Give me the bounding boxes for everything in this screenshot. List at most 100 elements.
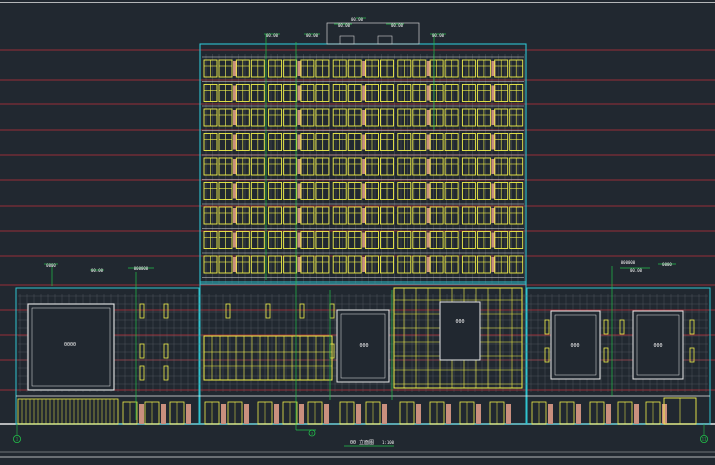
brick-panel — [297, 159, 302, 174]
axis-marker-left-icon — [12, 434, 21, 443]
podium-small-window — [329, 303, 335, 319]
brick-panel — [362, 85, 367, 101]
podium-small-window — [299, 303, 305, 319]
right-panel-2-text: 000 — [653, 343, 662, 349]
brick-panel — [362, 257, 367, 272]
brick-pier — [186, 404, 191, 424]
podium-small-window — [603, 347, 609, 363]
left-sign-panel-inner — [31, 307, 111, 387]
left-wing-tag-2: 00.00 — [91, 268, 104, 273]
upper-sign-panel — [439, 301, 481, 361]
podium-block — [15, 281, 711, 425]
podium-small-window — [265, 303, 271, 319]
brick-panel — [426, 134, 431, 150]
brick-pier — [416, 404, 421, 424]
brick-pier — [161, 404, 166, 424]
podium-small-window — [163, 365, 169, 381]
right-sign-panel-1-inner — [554, 314, 597, 376]
podium-small-window — [225, 303, 231, 319]
podium-small-window — [689, 347, 695, 363]
roof-machine-room — [326, 22, 420, 45]
tower-tag-1: 00.00 — [266, 33, 279, 38]
axis-right-label: 11 — [702, 437, 707, 442]
roof-louver-right — [377, 35, 393, 45]
dimension-annotations — [16, 17, 705, 447]
brick-pier — [274, 404, 279, 424]
right-wing-tag-2: 00.00 — [630, 268, 643, 273]
roof-louver-left — [339, 35, 355, 45]
brick-panel — [297, 134, 302, 150]
left-wing-note: 000000 — [134, 266, 149, 271]
right-wing-note: 000000 — [621, 260, 636, 265]
brick-pier — [634, 404, 639, 424]
roof-mark-right: 00.00 — [391, 23, 404, 28]
right-sign-panel-2-inner — [636, 314, 680, 376]
podium-small-window — [619, 319, 625, 335]
brick-panel — [426, 257, 431, 272]
brick-panel — [426, 183, 431, 199]
podium-small-window — [139, 365, 145, 381]
tower-tag-2: 00.00 — [306, 33, 319, 38]
brick-panel — [233, 110, 237, 125]
podium-small-window — [139, 343, 145, 359]
brick-panel — [426, 110, 431, 125]
brick-panel — [297, 110, 302, 125]
brick-panel — [426, 232, 431, 248]
left-sign-panel — [27, 303, 115, 391]
left-storefront — [17, 398, 119, 425]
brick-pier — [139, 404, 144, 424]
brick-panel — [233, 257, 237, 272]
brick-panel — [491, 183, 496, 199]
brick-panel — [362, 110, 367, 125]
brick-panel — [233, 183, 237, 199]
left-wing-tag: 0000 — [46, 263, 56, 268]
axis-left-label: 1 — [16, 437, 19, 442]
brick-panel — [491, 257, 496, 272]
brick-panel — [491, 208, 496, 223]
podium-small-window — [544, 347, 550, 363]
brick-panel — [362, 159, 367, 174]
brick-panel — [426, 61, 431, 76]
right-sign-panel-1 — [550, 310, 601, 380]
top-elevation-mark: 00.00 — [351, 17, 364, 22]
brick-panel — [233, 61, 237, 76]
brick-panel — [233, 159, 237, 174]
tower-tag-3: 00.00 — [432, 33, 445, 38]
tower-block — [199, 22, 527, 285]
axis-marker-right-icon — [700, 434, 709, 443]
brick-panel — [297, 85, 302, 101]
brick-pier — [324, 404, 329, 424]
right-sign-panel-2 — [632, 310, 684, 380]
brick-panel — [362, 232, 367, 248]
brick-panel — [362, 208, 367, 223]
center-sign-panel-inner — [340, 313, 386, 379]
brick-pier — [576, 404, 581, 424]
brick-panel — [297, 257, 302, 272]
axis-mid-label: 3 — [311, 432, 313, 436]
brick-panel — [362, 61, 367, 76]
brick-panel — [297, 61, 302, 76]
brick-panel — [362, 134, 367, 150]
brick-panel — [491, 232, 496, 248]
brick-panel — [233, 232, 237, 248]
brick-panel — [297, 208, 302, 223]
brick-panel — [491, 85, 496, 101]
podium-small-window — [163, 303, 169, 319]
podium-small-window — [163, 343, 169, 359]
right-panel-1-text: 000 — [570, 343, 579, 349]
brick-panel — [491, 134, 496, 150]
brick-panel — [426, 208, 431, 223]
curtain-wall-block — [393, 287, 523, 389]
brick-pier — [548, 404, 553, 424]
brick-pier — [506, 404, 511, 424]
right-wing-tag: 0000 — [662, 262, 672, 267]
brick-panel — [426, 159, 431, 174]
brick-panel — [233, 208, 237, 223]
drawing-title: 00 立面图 — [350, 439, 374, 446]
brick-pier — [221, 404, 226, 424]
brick-pier — [299, 404, 304, 424]
brick-panel — [426, 85, 431, 101]
podium-center-outline — [199, 281, 527, 425]
brick-pier — [446, 404, 451, 424]
